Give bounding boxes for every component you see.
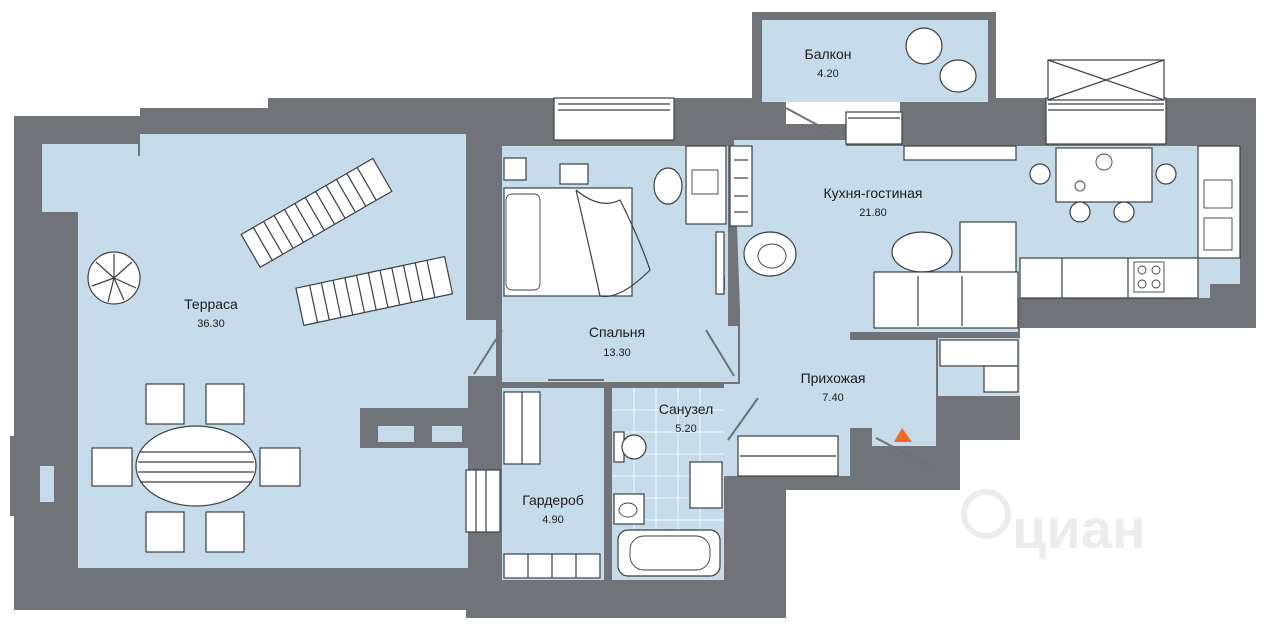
room-label-terrace: Терраса 36.30	[184, 296, 238, 330]
hallway-name: Прихожая	[801, 370, 866, 386]
toilet-icon	[613, 431, 647, 463]
wardrobe-name: Гардероб	[522, 492, 584, 508]
wardrobe-rack	[503, 391, 601, 579]
room-label-kitchen: Кухня-гостиная 21.80	[823, 185, 922, 219]
kitchen-area: 21.80	[859, 207, 887, 219]
armchair-icon	[743, 231, 797, 277]
hallway-area: 7.40	[822, 392, 843, 404]
windows	[378, 59, 1167, 533]
coffee-table-icon	[891, 231, 953, 273]
sun-lounger-icon	[240, 157, 393, 269]
dining-set-icon	[1029, 147, 1177, 223]
terrace-area: 36.30	[197, 318, 225, 330]
room-label-bedroom: Спальня 13.30	[589, 324, 645, 359]
balcony-area: 4.20	[817, 68, 838, 80]
terrace-name: Терраса	[184, 296, 238, 312]
room-label-wardrobe: Гардероб 4.90	[522, 492, 584, 526]
bathroom-area: 5.20	[675, 423, 696, 435]
sink-icon	[1203, 217, 1233, 251]
bedroom-name: Спальня	[589, 324, 645, 340]
entrance-marker-icon	[894, 428, 912, 442]
bathtub-icon	[617, 529, 721, 577]
balcony-name: Балкон	[805, 46, 852, 62]
kitchen-name: Кухня-гостиная	[823, 185, 922, 201]
room-label-bathroom: Санузел 5.20	[659, 401, 714, 435]
wardrobe-area: 4.90	[542, 514, 563, 526]
sink-icon	[613, 493, 645, 525]
room-label-balcony: Балкон 4.20	[805, 46, 852, 80]
bed-icon	[503, 157, 651, 298]
terrace-floor	[78, 134, 496, 568]
room-label-hallway: Прихожая 7.40	[801, 370, 866, 404]
desk-icon	[653, 145, 753, 295]
stove-icon	[1133, 179, 1233, 293]
tv-icon	[903, 145, 1017, 161]
doors	[473, 107, 931, 467]
sofa-icon	[873, 221, 1019, 329]
sun-lounger-icon	[295, 255, 454, 327]
cian-logo: циан	[961, 489, 1146, 560]
bedroom-area: 13.30	[603, 347, 631, 359]
watermark-text: циан	[1012, 497, 1146, 560]
plant-icon	[87, 251, 141, 305]
hallway-closet	[737, 339, 1019, 477]
washing-machine-icon	[689, 461, 723, 509]
bathroom-name: Санузел	[659, 401, 714, 417]
balcony-furniture	[905, 27, 977, 93]
dining-table-icon	[91, 383, 301, 553]
